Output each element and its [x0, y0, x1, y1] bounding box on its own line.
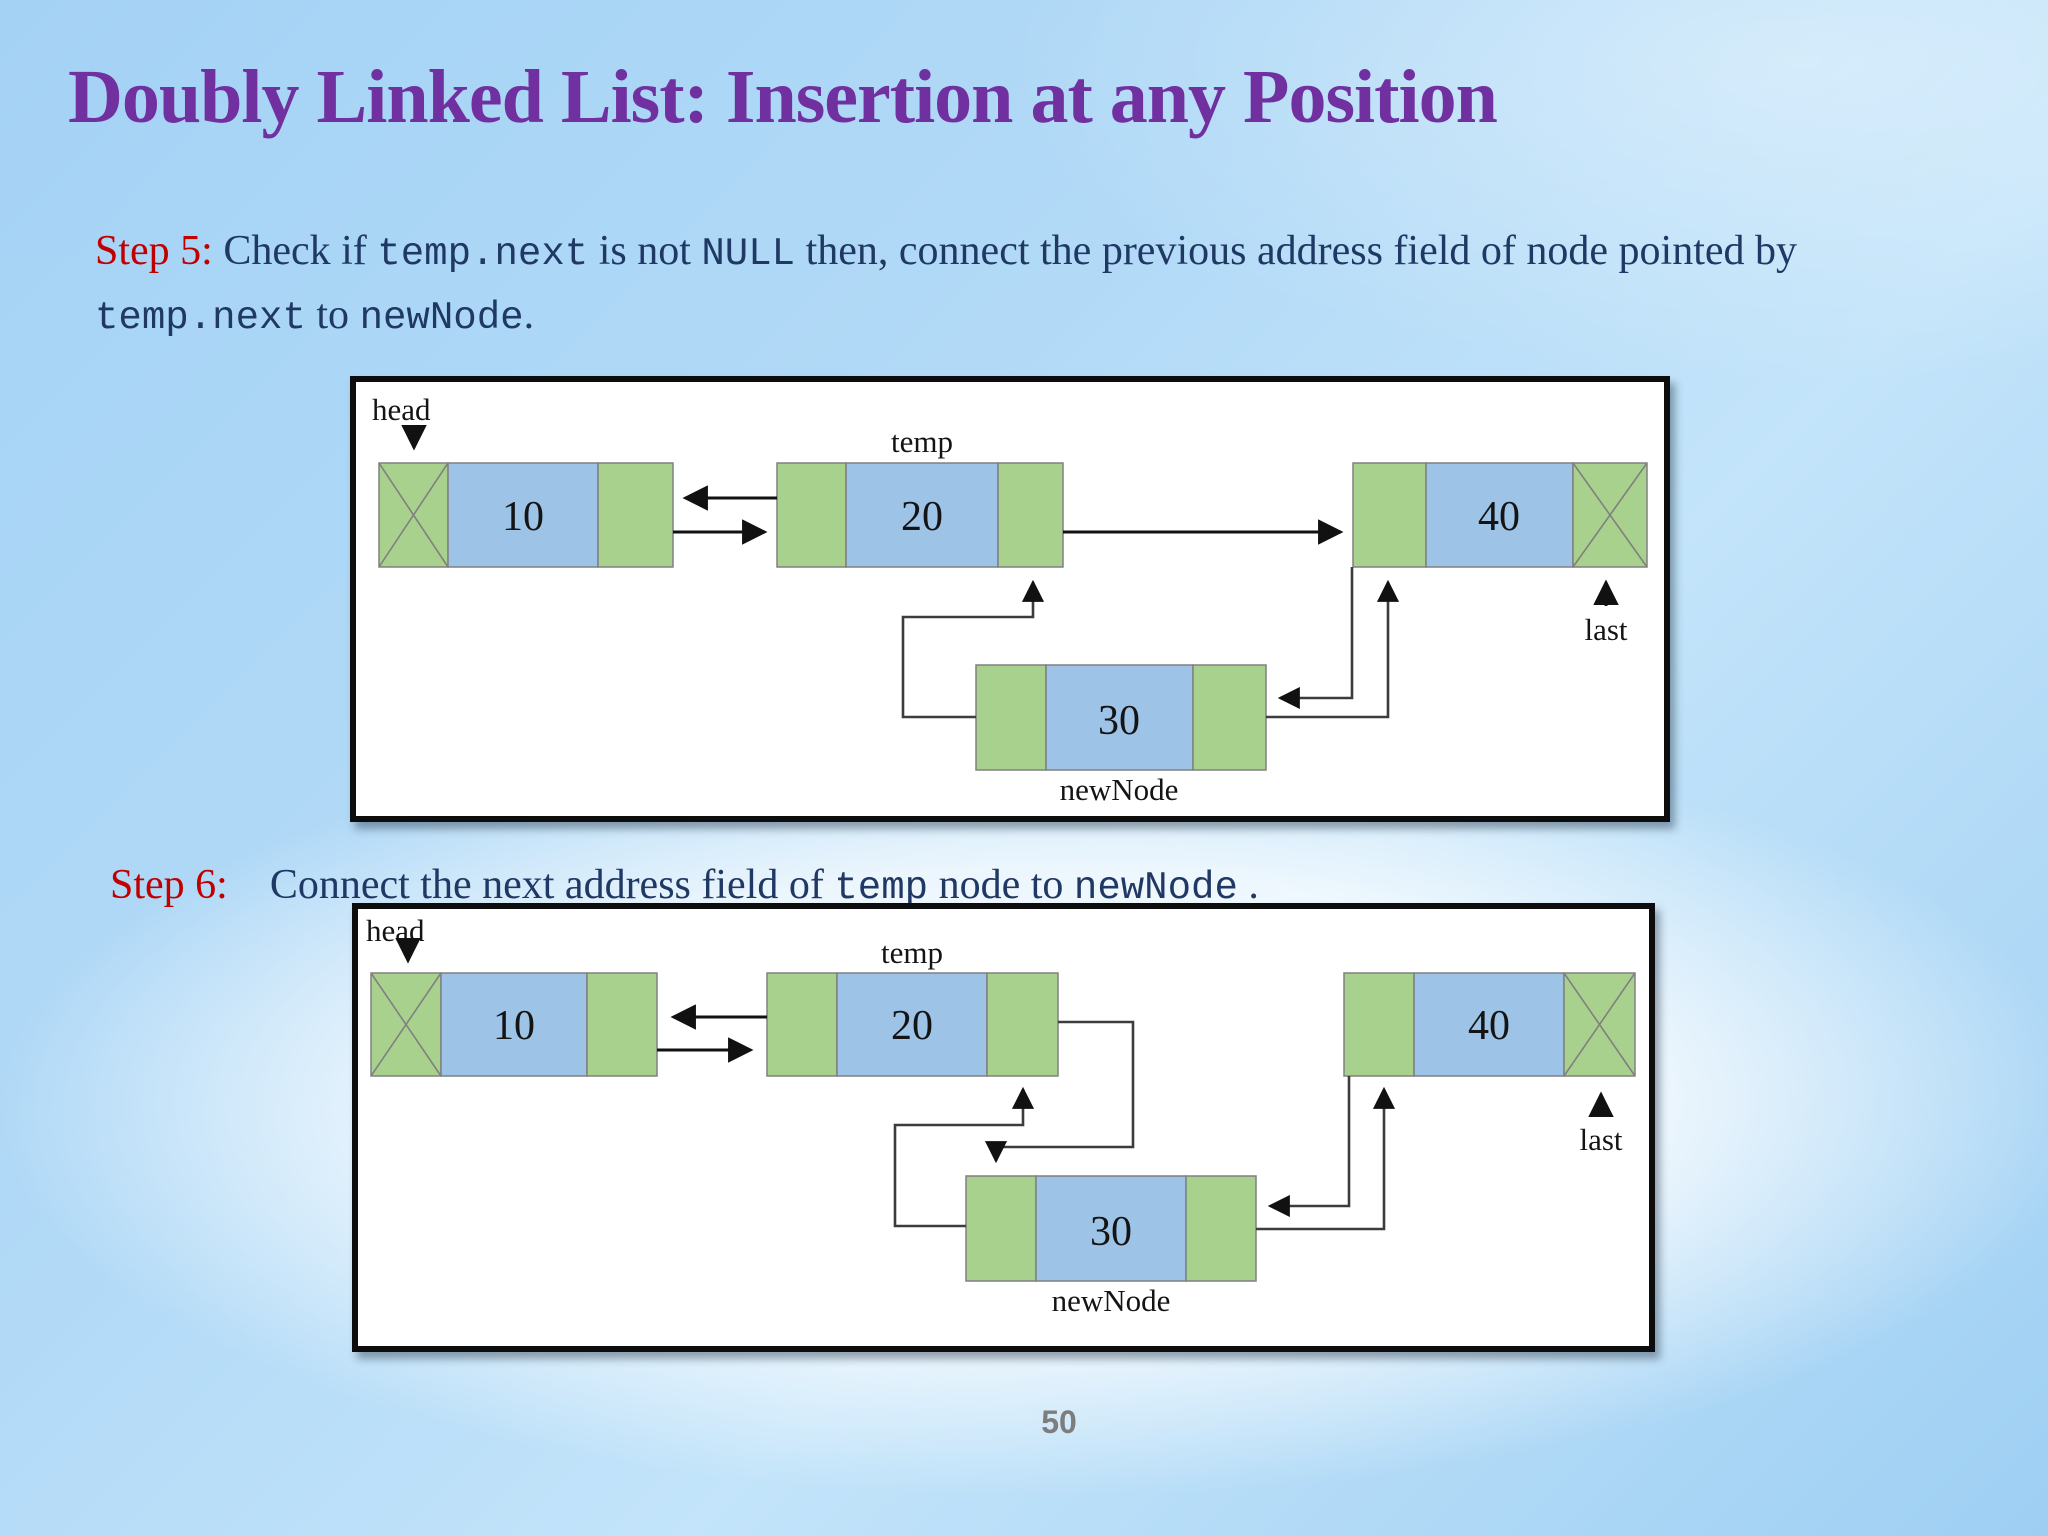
head-label: head [366, 913, 425, 948]
node-30-prev-field [975, 664, 1047, 771]
head-label: head [372, 392, 431, 427]
null-cross [370, 972, 442, 1077]
node-40-data-field [1425, 462, 1574, 568]
node-30: 30 [975, 664, 1267, 771]
node-40: 40 [1352, 462, 1648, 568]
null-cross [1572, 462, 1648, 568]
arrow-30next-to-40 [1266, 579, 1400, 719]
node-30: 30 [965, 1175, 1257, 1282]
last-label: last [1584, 612, 1627, 647]
temp-label: temp [891, 424, 953, 459]
node-30-data-field [1045, 664, 1194, 771]
node-10: 10 [378, 462, 674, 568]
null-cross [378, 462, 449, 568]
node-40-value: 40 [1468, 1003, 1510, 1049]
node-20-next-field [986, 972, 1059, 1077]
node-20-prev-field [776, 462, 847, 568]
step6-label: Step 6: [110, 862, 228, 908]
node-20-data-field [836, 972, 988, 1077]
node-20-data-field [845, 462, 999, 568]
node-10-next-field [586, 972, 658, 1077]
slide-title: Doubly Linked List: Insertion at any Pos… [68, 55, 1498, 139]
node-40: 40 [1343, 972, 1636, 1077]
node-40-prev-field [1352, 462, 1427, 568]
node-30-next-field [1192, 664, 1267, 771]
diagram2-panel: head 10 temp 20 [352, 903, 1655, 1352]
node-20-prev-field [766, 972, 838, 1077]
node-10-data-field [440, 972, 588, 1077]
arrow-40prev-to-30 [1267, 1076, 1351, 1218]
node-40-data-field [1413, 972, 1565, 1077]
node-30-next-field [1185, 1175, 1257, 1282]
newnode-label: newNode [1052, 1283, 1171, 1318]
page-number: 50 [1041, 1404, 1077, 1440]
step5-text: Check if temp.next is not NULL then, con… [95, 228, 1797, 340]
last-label: last [1579, 1122, 1622, 1157]
step6-paragraph: Step 6: Connect the next address field of… [110, 854, 2020, 918]
node-30-prev-field [965, 1175, 1037, 1282]
arrow-40prev-to-30 [1277, 567, 1354, 710]
node-10: 10 [370, 972, 658, 1077]
diagram1-panel: head 10 temp 20 [350, 376, 1670, 822]
arrow-20next-to-30 [984, 1020, 1135, 1164]
node-30-value: 30 [1090, 1209, 1132, 1255]
node-30-data-field [1035, 1175, 1187, 1282]
temp-label: temp [881, 935, 943, 970]
step5-label: Step 5: [95, 228, 213, 274]
arrow-30prev-to-20 [901, 579, 1045, 719]
node-40-prev-field [1343, 972, 1415, 1077]
null-cross [1563, 972, 1636, 1077]
node-20-value: 20 [891, 1003, 933, 1049]
node-10-next-field [597, 462, 674, 568]
node-20: 20 [766, 972, 1059, 1077]
node-40-value: 40 [1478, 494, 1520, 540]
arrow-30next-to-40 [1256, 1086, 1396, 1231]
diagram2-svg: head 10 temp 20 [366, 913, 1636, 1318]
node-10-value: 10 [502, 494, 544, 540]
newnode-label: newNode [1060, 772, 1179, 807]
node-20-next-field [997, 462, 1064, 568]
node-10-data-field [447, 462, 599, 568]
arrow-30prev-to-20 [893, 1086, 1035, 1228]
node-30-value: 30 [1098, 698, 1140, 744]
node-20: 20 [776, 462, 1064, 568]
diagram1-svg: head 10 temp 20 [372, 392, 1648, 807]
step5-paragraph: Step 5: Check if temp.next is not NULL t… [95, 220, 1965, 348]
node-10-value: 10 [493, 1003, 535, 1049]
node-20-value: 20 [901, 494, 943, 540]
step6-text: Connect the next address field of temp n… [269, 862, 1259, 910]
